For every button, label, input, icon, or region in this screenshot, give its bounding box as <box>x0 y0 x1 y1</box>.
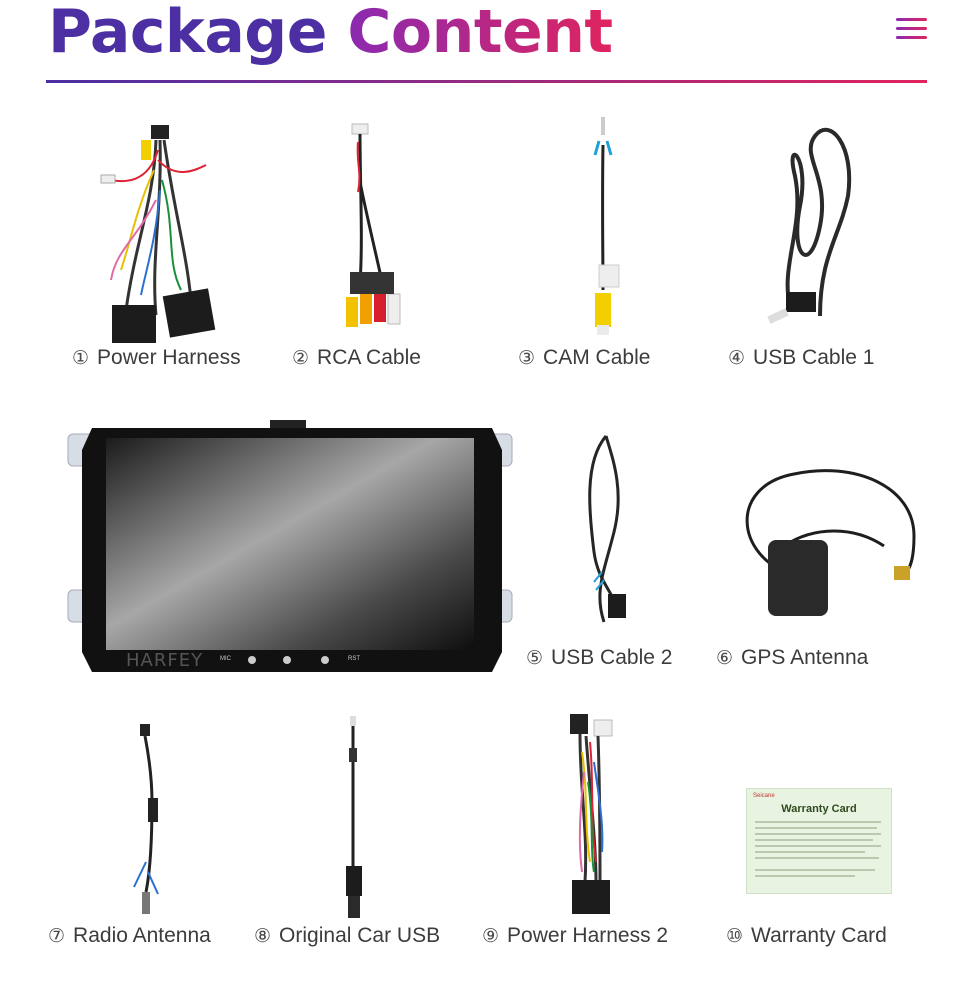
warranty-card-image: Seicane Warranty Card <box>746 788 892 894</box>
rca-cable-image <box>338 122 408 344</box>
cam-cable-image <box>585 115 625 345</box>
head-unit-brand: HARFEY <box>126 650 204 671</box>
title-word-content: Content <box>347 0 613 67</box>
head-unit-rst-label: RST <box>348 656 360 662</box>
hamburger-menu-icon[interactable] <box>896 17 928 41</box>
head-unit-image: HARFEY MIC RST <box>62 420 514 676</box>
title-word-package: Package <box>48 0 327 67</box>
title-underline <box>46 80 927 83</box>
power-harness-image <box>96 120 226 350</box>
gps-antenna-image <box>734 466 928 616</box>
usb-cable-1-image <box>760 116 860 340</box>
usb-cable-2-image <box>574 432 634 628</box>
warranty-card-brand: Seicane <box>753 793 775 799</box>
warranty-card-title: Warranty Card <box>781 803 857 815</box>
head-unit-mic-label: MIC <box>220 656 231 662</box>
power-harness-2-image <box>560 712 622 918</box>
radio-antenna-image <box>124 722 174 918</box>
page-title: Package Content <box>48 0 613 72</box>
original-car-usb-image <box>340 716 370 922</box>
